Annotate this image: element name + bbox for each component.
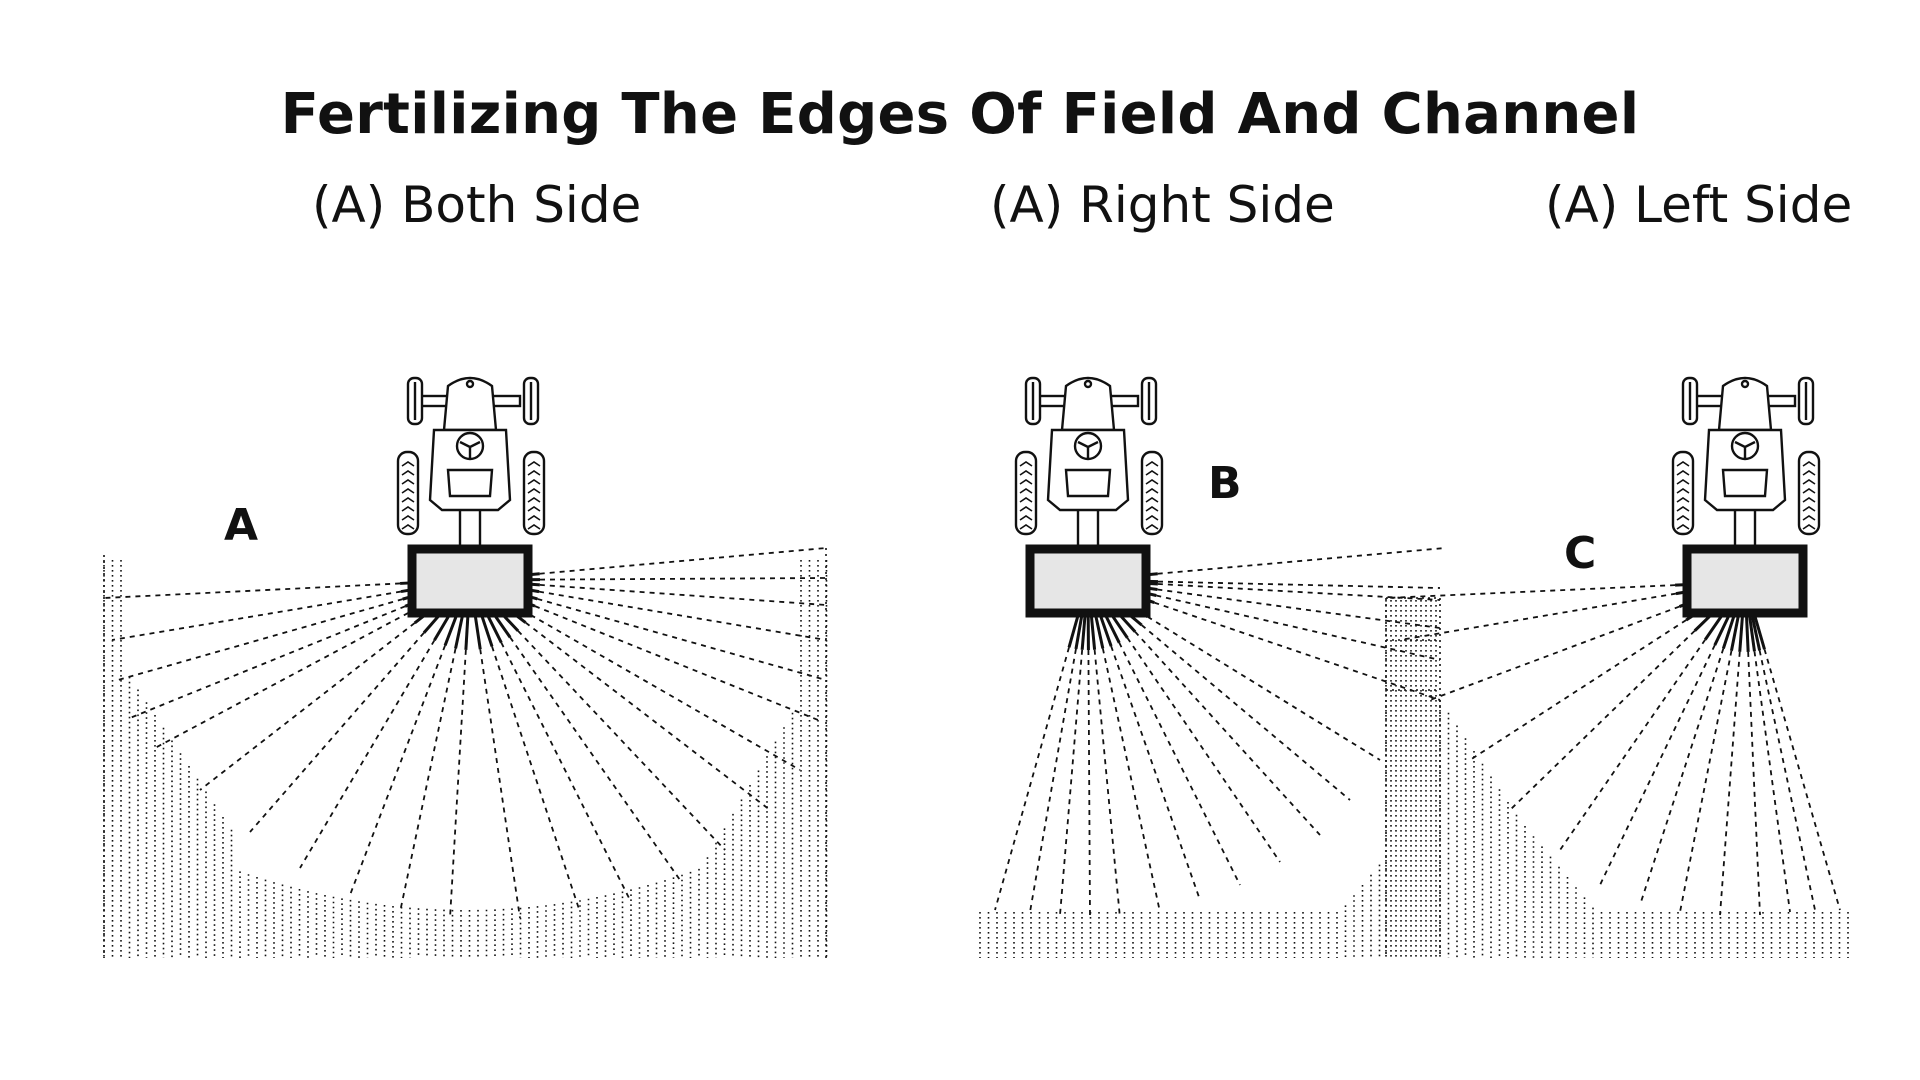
rear-wheel-icon	[1797, 450, 1821, 536]
rear-wheel-icon	[522, 450, 546, 536]
field-left-side	[1439, 700, 1849, 958]
seat-icon	[446, 468, 494, 498]
tractor-right-side	[1014, 376, 1164, 618]
rear-wheel-icon	[1140, 450, 1164, 536]
seat-icon	[1064, 468, 1112, 498]
tractor-illustrations	[396, 376, 1821, 618]
rear-wheel-icon	[396, 450, 420, 536]
steering-wheel-icon	[455, 431, 485, 461]
fan-left-side	[1385, 581, 1841, 916]
spreader-hopper	[1025, 544, 1151, 618]
tractor-both-side	[396, 376, 546, 618]
tractor-left-side	[1671, 376, 1821, 618]
marker-a: A	[224, 500, 259, 551]
field-edges	[103, 548, 1441, 958]
steering-wheel-icon	[1073, 431, 1103, 461]
spreader-hopper	[1682, 544, 1808, 618]
diagram-title: Fertilizing The Edges Of Field And Chann…	[280, 82, 1640, 147]
marker-b: B	[1208, 458, 1242, 509]
seat-icon	[1721, 468, 1769, 498]
rear-wheel-icon	[1671, 450, 1695, 536]
subtitle-right-side: (A) Right Side	[990, 176, 1335, 234]
marker-c: C	[1564, 528, 1597, 579]
field-both-side	[103, 560, 828, 958]
spreader-hopper	[407, 544, 533, 618]
subtitle-both-side: (A) Both Side	[312, 176, 642, 234]
rear-wheel-icon	[1014, 450, 1038, 536]
subtitle-left-side: (A) Left Side	[1545, 176, 1853, 234]
steering-wheel-icon	[1730, 431, 1760, 461]
field-dot-patterns	[103, 548, 1849, 958]
spread-ray-lines	[103, 547, 1841, 919]
field-right-side	[979, 864, 1381, 958]
